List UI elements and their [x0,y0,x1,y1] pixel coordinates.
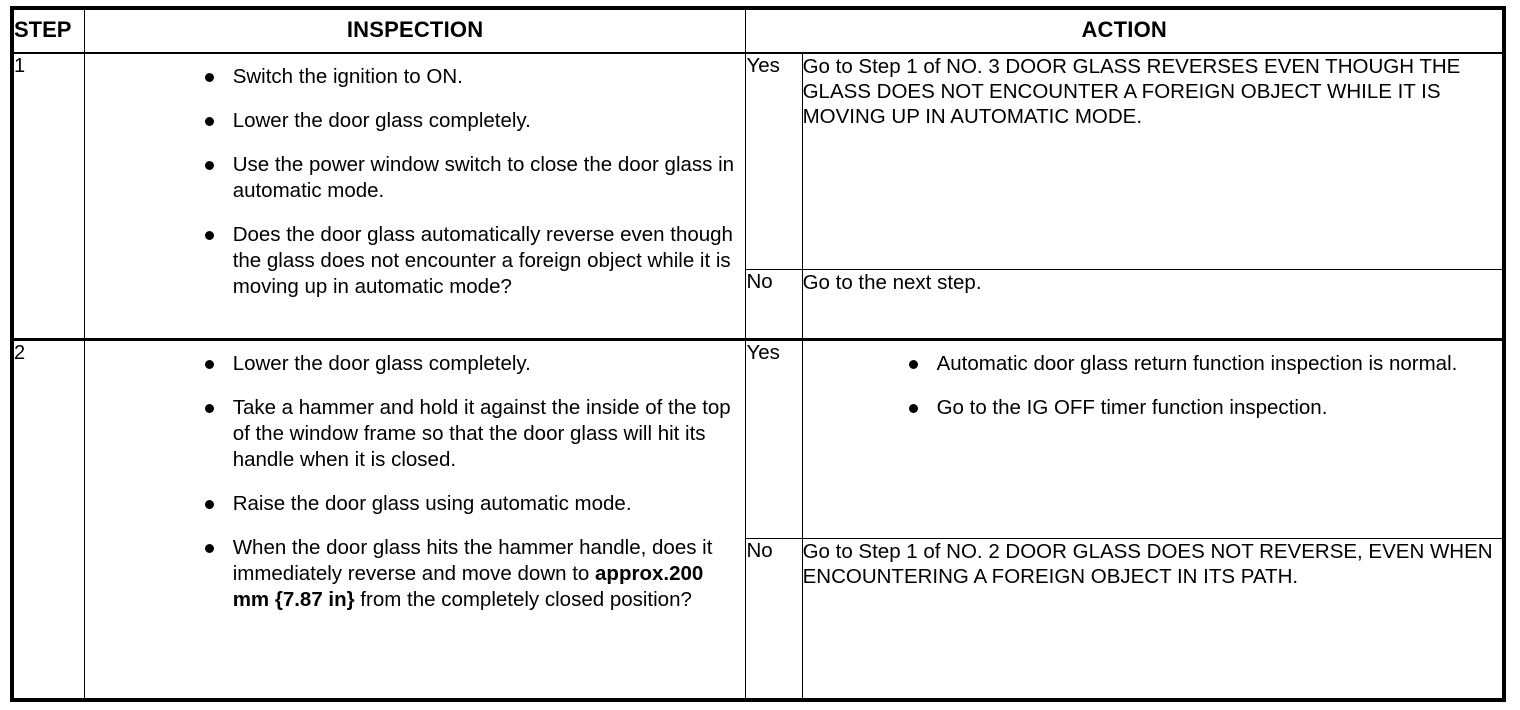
list-item: Use the power window switch to close the… [203,152,736,204]
list-item: Switch the ignition to ON. [203,64,736,90]
table-row-step-1-yes: 1 Switch the ignition to ON. Lower the d… [11,52,1505,341]
answer-label-no-step-2: No [745,538,803,701]
troubleshooting-table: STEP INSPECTION ACTION 1 Switch the igni… [10,6,1506,702]
inspection-cell-step-2: Lower the door glass completely. Take a … [83,338,747,701]
measurement-value: approx.200 mm {7.87 in} [232,562,704,612]
action-cell-step-2-no: Go to Step 1 of NO. 2 DOOR GLASS DOES NO… [801,538,1505,701]
measurement-tail-text: from the completely closed position? [354,588,692,612]
column-header-action: ACTION [745,7,1505,54]
inspection-bullet-list-1: Switch the ignition to ON. Lower the doo… [85,54,746,310]
table-row-step-1-no: No Go to the next step. [12,268,1505,341]
list-item-measurement: When the door glass hits the hammer hand… [203,535,736,613]
step-number-2: 2 [11,338,85,701]
table-row-step-2-yes: 2 Lower the door glass completely. Take … [11,338,1505,701]
action-cell-step-1-no: Go to the next step. [801,268,1505,341]
list-item: Lower the door glass completely. [203,108,736,134]
list-item: Does the door glass automatically revers… [203,222,736,300]
measurement-lead-text: When the door glass hits the hammer hand… [232,536,713,586]
inspection-bullet-list-2: Lower the door glass completely. Take a … [85,341,746,623]
table-row-step-2-no: No Go to Step 1 of NO. 2 DOOR GLASS DOES… [12,538,1505,701]
list-item: Go to the IG OFF timer function inspecti… [907,395,1492,421]
step-number-1: 1 [11,52,85,341]
action-bullet-list-2-yes: Automatic door glass return function ins… [803,341,1502,431]
list-item: Take a hammer and hold it against the in… [203,395,736,473]
list-item: Automatic door glass return function ins… [907,351,1492,377]
answer-label-no-step-1: No [745,268,803,341]
action-cell-step-2-yes: Automatic door glass return function ins… [801,338,1505,540]
column-header-inspection: INSPECTION [83,7,747,54]
list-item: Lower the door glass completely. [203,351,736,377]
action-cell-step-1-yes: Go to Step 1 of NO. 3 DOOR GLASS REVERSE… [801,52,1505,270]
table-header-row: STEP INSPECTION ACTION [11,7,1505,54]
answer-label-yes-step-2: Yes [745,338,803,540]
column-header-step: STEP [11,7,85,54]
inspection-cell-step-1: Switch the ignition to ON. Lower the doo… [83,52,747,341]
list-item: Raise the door glass using automatic mod… [203,491,736,517]
answer-label-yes-step-1: Yes [745,52,803,270]
